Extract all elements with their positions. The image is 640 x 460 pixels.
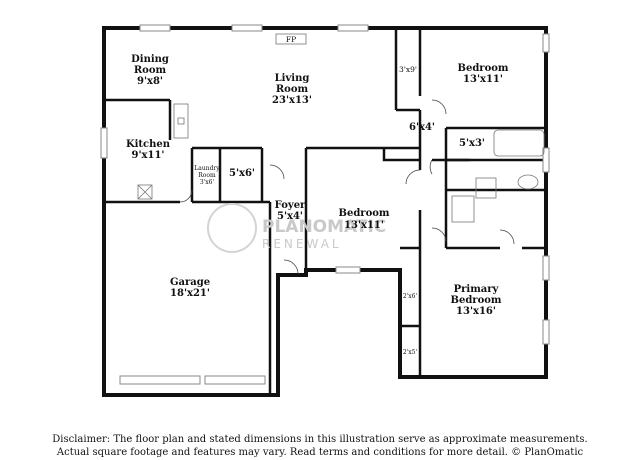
closet-5x6-dims: 5'x6' — [229, 168, 255, 179]
fireplace-label: FP — [286, 35, 296, 44]
hall-6x4-dims: 6'x4' — [409, 122, 435, 133]
kitchen-name: Kitchen — [126, 139, 171, 150]
garage-dims: 18'x21' — [170, 288, 210, 299]
foyer-name: Foyer — [275, 200, 306, 211]
closet-3x9-dims: 3'x9' — [399, 65, 417, 74]
bedroom-mid-name: Bedroom — [339, 208, 390, 219]
windows — [100, 24, 550, 345]
dining-name-2: Room — [134, 65, 167, 76]
living-dims: 23'x13' — [272, 95, 312, 106]
watermark-line1: PLANOMATIC — [262, 217, 386, 237]
watermark-line2: RENEWAL — [262, 237, 342, 251]
garage-door — [119, 375, 266, 385]
primary-name-1: Primary — [454, 284, 500, 295]
closet-2x6-dims: 2'x6' — [403, 293, 418, 300]
foyer-dims: 5'x4' — [277, 211, 303, 222]
bedroom-top-name: Bedroom — [458, 63, 509, 74]
disclaimer-line2: Actual square footage and features may v… — [56, 447, 584, 458]
living-name-1: Living — [275, 73, 310, 84]
bedroom-top-dims: 13'x11' — [463, 74, 503, 85]
garage-name: Garage — [170, 277, 210, 288]
primary-name-2: Bedroom — [451, 295, 502, 306]
laundry-dims: 3'x6' — [200, 179, 215, 186]
dining-name-1: Dining — [131, 54, 169, 65]
doors — [179, 99, 515, 275]
floor-plan: PLANOMATIC RENEWAL FP Dining Room 9'x8' … — [100, 24, 550, 397]
kitchen-dims: 9'x11' — [132, 150, 165, 161]
disclaimer: Disclaimer: The floor plan and stated di… — [0, 433, 640, 459]
primary-dims: 13'x16' — [456, 306, 496, 317]
disclaimer-line1: Disclaimer: The floor plan and stated di… — [52, 434, 588, 445]
laundry-name-1: Laundry — [194, 165, 220, 172]
closet-2x5-dims: 2'x5' — [403, 349, 418, 356]
bath-5x3-dims: 5'x3' — [459, 138, 485, 149]
fixtures — [137, 33, 545, 223]
laundry-name-2: Room — [198, 172, 216, 179]
watermark: PLANOMATIC RENEWAL — [207, 203, 386, 253]
room-labels: FP Dining Room 9'x8' Living Room 23'x13'… — [126, 35, 509, 356]
living-name-2: Room — [276, 84, 309, 95]
dining-dims: 9'x8' — [137, 76, 163, 87]
bedroom-mid-dims: 13'x11' — [344, 220, 384, 231]
